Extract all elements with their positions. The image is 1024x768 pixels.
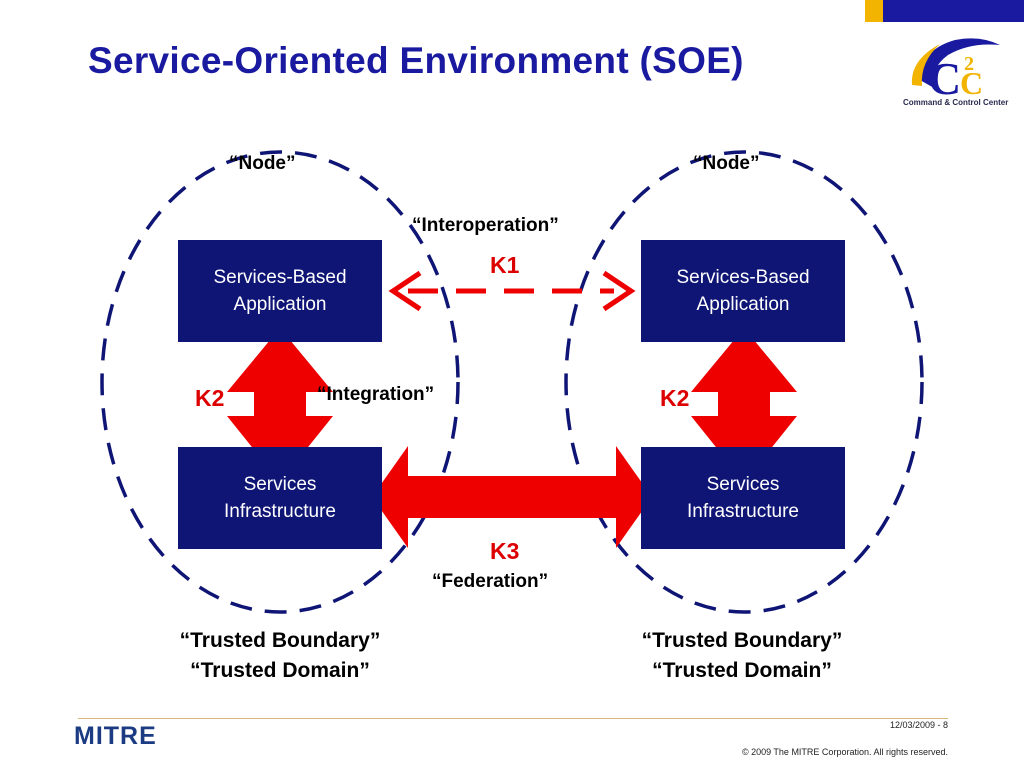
- c2c-logo: C 2 C: [911, 38, 1000, 104]
- footer-date-page: 12/03/2009 - 8: [889, 720, 948, 730]
- left-integration-arrow: [227, 328, 333, 482]
- left-infra-box-line2: Infrastructure: [224, 501, 336, 522]
- logo-swoosh-blue: [920, 38, 1000, 88]
- left-services-based-application-box: Services-Based Application: [178, 240, 382, 342]
- left-app-box-line2: Application: [233, 294, 327, 315]
- left-k2-label: K2: [195, 385, 225, 411]
- k3-label: K3: [490, 538, 520, 564]
- left-infra-box-line1: Services: [243, 474, 317, 495]
- right-app-box-line1: Services-Based: [676, 267, 810, 288]
- logo-c-large: C: [928, 53, 961, 104]
- right-trusted-boundary-label: “Trusted Boundary”: [641, 629, 843, 652]
- federation-label: “Federation”: [432, 571, 549, 592]
- right-infra-box-line2: Infrastructure: [687, 501, 799, 522]
- left-app-box-line1: Services-Based: [213, 267, 347, 288]
- federation-arrow: [372, 446, 652, 548]
- left-trusted-labels: “Trusted Boundary” “Trusted Domain”: [140, 626, 420, 686]
- right-k2-label: K2: [660, 385, 690, 411]
- right-app-box-line2: Application: [696, 294, 790, 315]
- left-node-label: “Node”: [229, 153, 296, 174]
- logo-superscript-2: 2: [964, 53, 974, 75]
- corner-accent-yellow: [865, 0, 883, 22]
- interoperation-label: “Interoperation”: [412, 215, 559, 236]
- right-services-based-application-box: Services-Based Application: [641, 240, 845, 342]
- left-trusted-boundary: [100, 150, 460, 614]
- right-trusted-labels: “Trusted Boundary” “Trusted Domain”: [602, 626, 882, 686]
- integration-label: “Integration”: [317, 384, 435, 405]
- logo-caption: Command & Control Center: [903, 98, 1009, 107]
- page-title: Service-Oriented Environment (SOE): [88, 40, 744, 81]
- right-infra-box-line1: Services: [706, 474, 780, 495]
- footer-divider: [78, 718, 948, 719]
- k1-label: K1: [490, 252, 520, 278]
- logo-swoosh-yellow: [911, 44, 940, 86]
- right-services-infrastructure-box: Services Infrastructure: [641, 447, 845, 549]
- left-trusted-boundary-label: “Trusted Boundary”: [179, 629, 381, 652]
- right-trusted-domain-label: “Trusted Domain”: [652, 659, 832, 682]
- interoperation-arrowhead-left: [388, 270, 422, 312]
- mitre-logo: MITRE: [74, 722, 157, 750]
- interoperation-arrowhead-right: [602, 270, 636, 312]
- footer-copyright: © 2009 The MITRE Corporation. All rights…: [741, 747, 948, 757]
- left-services-infrastructure-box: Services Infrastructure: [178, 447, 382, 549]
- corner-accent-blue: [883, 0, 1024, 22]
- right-integration-arrow: [691, 328, 797, 482]
- left-trusted-domain-label: “Trusted Domain”: [190, 659, 370, 682]
- right-node-label: “Node”: [693, 153, 760, 174]
- right-trusted-boundary: [564, 150, 924, 614]
- logo-c-small: C: [960, 65, 983, 101]
